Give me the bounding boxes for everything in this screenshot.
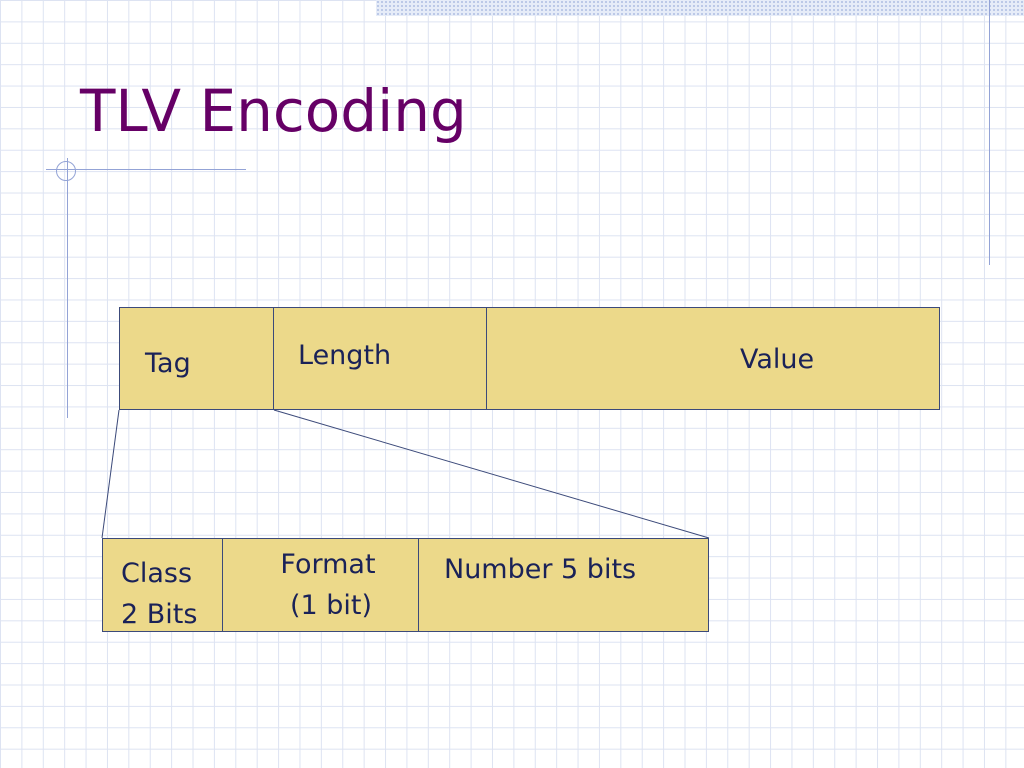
number-field (418, 538, 709, 632)
number-label: Number 5 bits (444, 554, 637, 585)
slide-title: TLV Encoding (80, 77, 467, 145)
decorative-title-underline (46, 169, 246, 170)
class-label-line-1: Class (121, 558, 193, 589)
connector-left (101, 409, 120, 539)
class-field (102, 538, 223, 632)
tag-field (119, 307, 274, 410)
tag-label: Tag (145, 348, 191, 379)
class-label-line-2: 2 Bits (121, 599, 198, 630)
decorative-left-vertical-line (67, 158, 68, 418)
length-field (273, 307, 487, 410)
format-label-line-2: (1 bit) (289, 590, 373, 621)
connector-right (273, 409, 710, 539)
format-label-line-1: Format (280, 549, 376, 580)
format-field (222, 538, 419, 632)
value-field (486, 307, 940, 410)
decorative-top-band (376, 0, 1024, 16)
decorative-right-vertical-line (989, 0, 990, 265)
decorative-crosshair-circle (56, 161, 76, 181)
value-label: Value (740, 344, 815, 375)
length-label: Length (298, 340, 392, 371)
